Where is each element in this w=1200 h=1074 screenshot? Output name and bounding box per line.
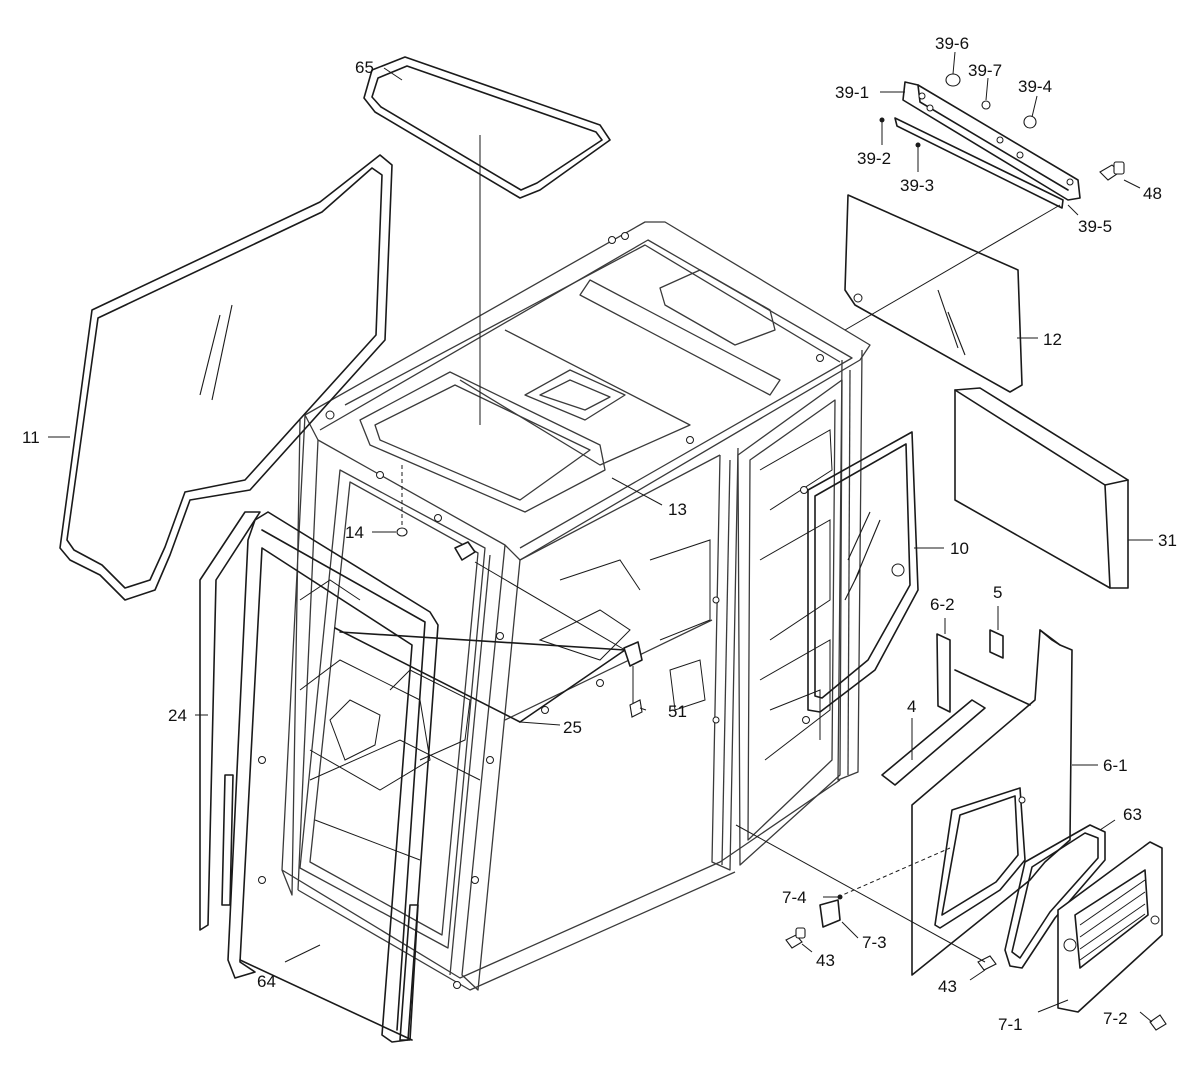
label-11: 11 xyxy=(22,428,40,447)
label-14: 14 xyxy=(345,523,364,542)
label-7-3: 7-3 xyxy=(862,933,887,952)
part-63-seal xyxy=(1004,824,1106,969)
label-4: 4 xyxy=(907,697,916,716)
label-5: 5 xyxy=(993,583,1002,602)
part-7-1-grille-cover xyxy=(1057,841,1163,1013)
part-7-3-bracket xyxy=(819,899,841,928)
label-39-5: 39-5 xyxy=(1078,217,1112,236)
part-11-left-glass xyxy=(59,154,393,601)
label-7-4: 7-4 xyxy=(782,888,807,907)
cab-frame xyxy=(258,221,871,991)
part-13-clip xyxy=(454,541,476,561)
label-6-1: 6-1 xyxy=(1103,756,1128,775)
label-10: 10 xyxy=(950,539,969,558)
part-5-pad xyxy=(989,629,1004,659)
label-12: 12 xyxy=(1043,330,1062,349)
callout-labels: 65 11 14 13 24 25 51 64 10 12 31 39-1 39… xyxy=(22,34,1177,1034)
part-24-seal-strip xyxy=(199,511,261,931)
label-64: 64 xyxy=(257,972,276,991)
label-48: 48 xyxy=(1143,184,1162,203)
part-43-bolt-left xyxy=(785,927,806,949)
label-39-6: 39-6 xyxy=(935,34,969,53)
part-10-door-glass xyxy=(807,431,919,713)
label-31: 31 xyxy=(1158,531,1177,550)
part-6-1-side-cover xyxy=(911,629,1073,976)
label-25: 25 xyxy=(563,718,582,737)
label-39-4: 39-4 xyxy=(1018,77,1052,96)
label-13: 13 xyxy=(668,500,687,519)
part-64-door-seal xyxy=(227,511,439,1043)
label-7-2: 7-2 xyxy=(1103,1009,1128,1028)
label-39-2: 39-2 xyxy=(857,149,891,168)
part-25-rod xyxy=(334,627,626,723)
part-39-bracket-assembly xyxy=(879,73,1081,209)
label-51: 51 xyxy=(668,702,687,721)
part-65-roof-seal xyxy=(363,56,611,199)
part-14-plug xyxy=(396,527,408,537)
part-51-bolt xyxy=(623,641,643,718)
part-12-rear-glass xyxy=(844,194,1023,393)
part-43-bolt-right xyxy=(977,955,997,971)
part-7-2-bolt xyxy=(1149,1014,1167,1031)
label-39-1: 39-1 xyxy=(835,83,869,102)
label-43-right: 43 xyxy=(938,977,957,996)
label-6-2: 6-2 xyxy=(930,595,955,614)
label-39-7: 39-7 xyxy=(968,61,1002,80)
label-43-left: 43 xyxy=(816,951,835,970)
label-65: 65 xyxy=(355,58,374,77)
leader-lines xyxy=(48,51,1153,1023)
part-31-panel xyxy=(954,387,1129,589)
part-48-bolt xyxy=(1099,161,1125,181)
part-6-2-strip xyxy=(936,633,951,713)
part-4-bar xyxy=(881,699,986,786)
label-39-3: 39-3 xyxy=(900,176,934,195)
label-24: 24 xyxy=(168,706,187,725)
label-63: 63 xyxy=(1123,805,1142,824)
label-7-1: 7-1 xyxy=(998,1015,1023,1034)
